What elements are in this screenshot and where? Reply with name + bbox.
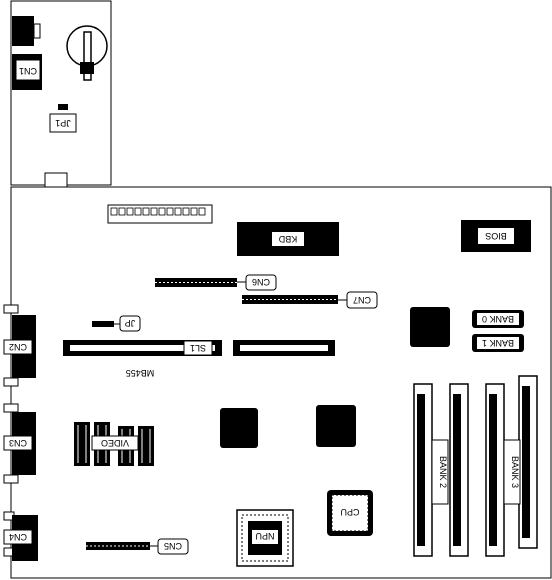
jp1-label: JP1	[55, 118, 71, 128]
cn2-connector: CN2	[3, 304, 36, 387]
daughter-top-connector	[12, 16, 41, 46]
cn4-label: CN4	[9, 532, 27, 542]
bank3-label: BANK 3	[510, 456, 520, 488]
kbd-chip: KBD	[237, 222, 339, 256]
bank1-label: BANK 1	[482, 338, 514, 348]
chipset-chip	[410, 307, 450, 347]
bank0-label: BANK 0	[482, 314, 514, 324]
bank1-socket: BANK 1	[472, 334, 524, 352]
cpu-label: CPU	[340, 507, 359, 517]
npu-label: NPU	[255, 531, 274, 541]
middle-chip-left	[220, 408, 258, 448]
bank2-simm: BANK 2	[413, 383, 469, 557]
cn7-label: CN7	[353, 295, 371, 305]
battery	[66, 25, 108, 81]
cn6-connector: CN6	[155, 274, 277, 291]
bios-chip: BIOS	[461, 220, 531, 252]
board-model-label: MB455	[126, 368, 155, 378]
cn3-label: CN3	[9, 438, 27, 448]
cn7-connector: CN7	[242, 291, 378, 309]
jp-jumper: JP	[92, 315, 141, 332]
cn1-connector: CN1	[12, 54, 42, 90]
cn5-label: CN5	[164, 541, 182, 551]
cn6-label: CN6	[252, 277, 270, 287]
cn1-label: CN1	[19, 66, 37, 76]
jp1-jumper: JP1	[49, 104, 77, 133]
sl1-label: SL1	[190, 343, 206, 353]
jp-label: JP	[125, 318, 136, 328]
bank3-simm: BANK 3	[485, 375, 538, 557]
bank2-label: BANK 2	[438, 456, 448, 488]
video-memory: VIDEO	[74, 422, 154, 466]
cpu-chip: CPU	[327, 490, 373, 536]
video-label: VIDEO	[101, 438, 129, 448]
cn5-connector: CN5	[86, 538, 189, 555]
top-pin-header	[107, 204, 213, 224]
cn4-connector: CN4	[3, 511, 38, 561]
sl1-slot: SL1	[63, 340, 335, 356]
bank0-socket: BANK 0	[472, 310, 524, 328]
kbd-label: KBD	[278, 234, 297, 244]
middle-chip-right	[316, 405, 356, 447]
cn2-label: CN2	[9, 342, 27, 352]
cn3-connector: CN3	[3, 403, 36, 484]
npu-socket: NPU	[236, 509, 294, 567]
bios-label: BIOS	[485, 231, 507, 241]
